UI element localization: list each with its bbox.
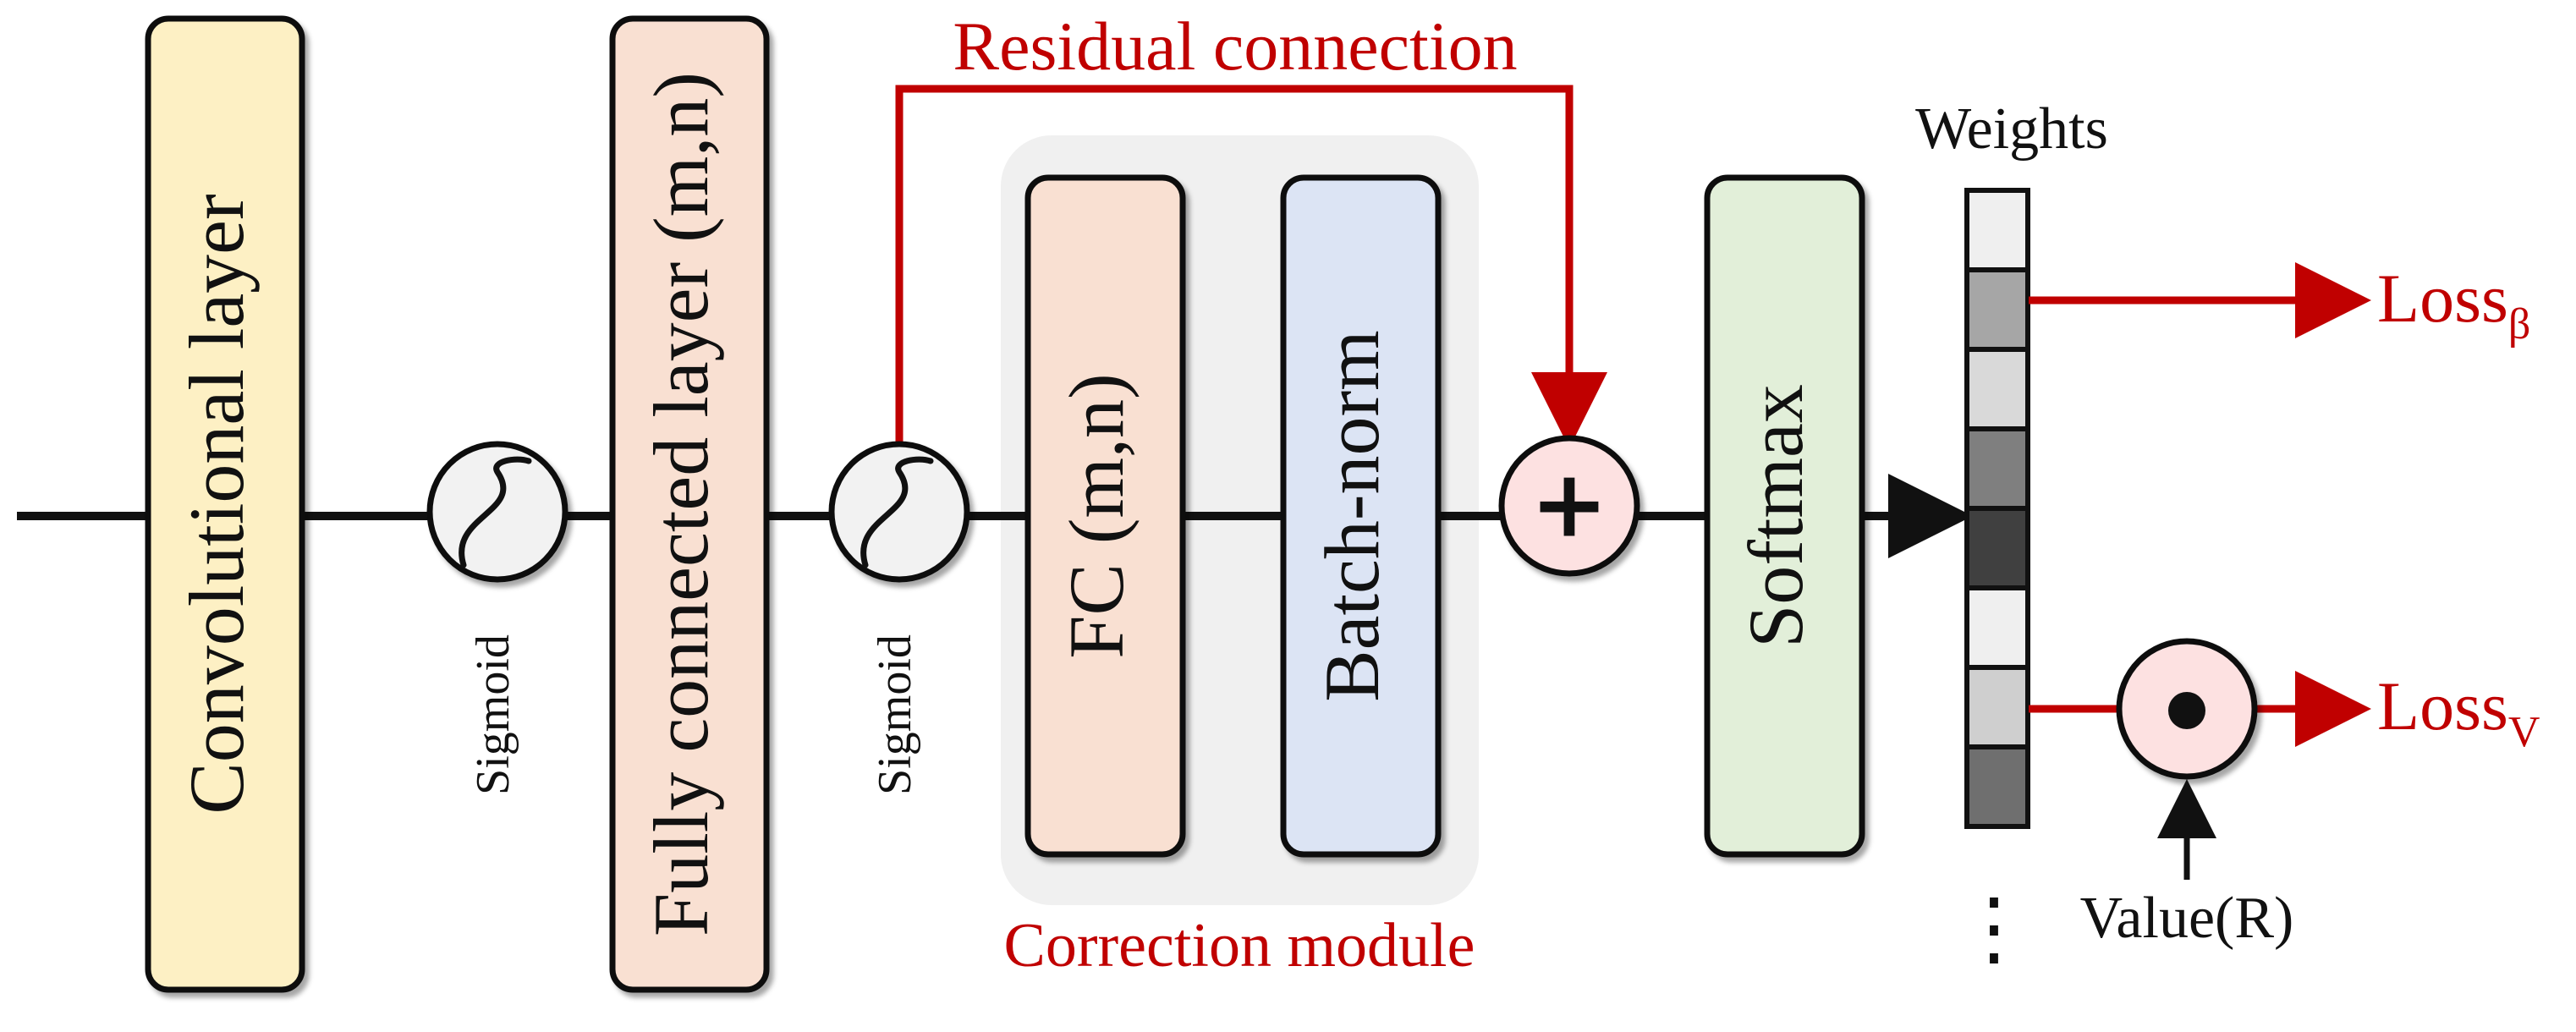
sigmoid-label-2: Sigmoid	[869, 634, 921, 795]
batchnorm-block: Batch-norm	[1280, 174, 1442, 858]
value-label: Value(R)	[2080, 886, 2294, 951]
weight-cell	[1964, 426, 2030, 511]
plus-icon	[1498, 435, 1640, 577]
residual-connection-path	[895, 85, 1607, 448]
weight-vector	[1964, 188, 2030, 829]
plus-symbol: +	[1530, 449, 1608, 557]
weight-cell	[1964, 267, 2030, 352]
weight-cell	[1964, 506, 2030, 590]
fc-layer-block: Fully connected layer (m,n)	[609, 15, 770, 993]
weight-cell	[1964, 585, 2030, 670]
sigmoid-node-1: Sigmoid	[426, 441, 568, 795]
loss-beta-subscript: β	[2508, 300, 2530, 349]
conv-layer-block: Convolutional layer	[145, 15, 305, 993]
sigmoid-label-1: Sigmoid	[467, 634, 519, 795]
fc-inner-label: FC (m,n)	[1053, 373, 1140, 658]
weight-cell	[1964, 665, 2030, 749]
sigmoid-node-2: Sigmoid	[828, 441, 970, 795]
ellipsis: ⋮	[1953, 883, 2035, 974]
weight-cell	[1964, 744, 2030, 829]
weights-label: Weights	[1915, 96, 2108, 162]
correction-module-label: Correction module	[1004, 911, 1475, 980]
batchnorm-label: Batch-norm	[1309, 330, 1395, 701]
loss-beta-label: Lossβ	[2377, 260, 2530, 349]
dot-product-node	[2116, 638, 2258, 780]
fc-layer-label: Fully connected layer (m,n)	[638, 72, 724, 936]
loss-v-label: LossV	[2377, 667, 2540, 756]
weight-cell	[1964, 347, 2030, 431]
residual-add-node: +	[1498, 435, 1640, 577]
fc-inner-block: FC (m,n)	[1024, 174, 1186, 858]
softmax-block: Softmax	[1704, 174, 1865, 858]
loss-v-subscript: V	[2508, 708, 2540, 756]
conv-layer-label: Convolutional layer	[173, 194, 260, 814]
weight-cell	[1964, 188, 2030, 272]
softmax-label: Softmax	[1733, 384, 1819, 648]
residual-connection-label: Residual connection	[953, 8, 1517, 85]
